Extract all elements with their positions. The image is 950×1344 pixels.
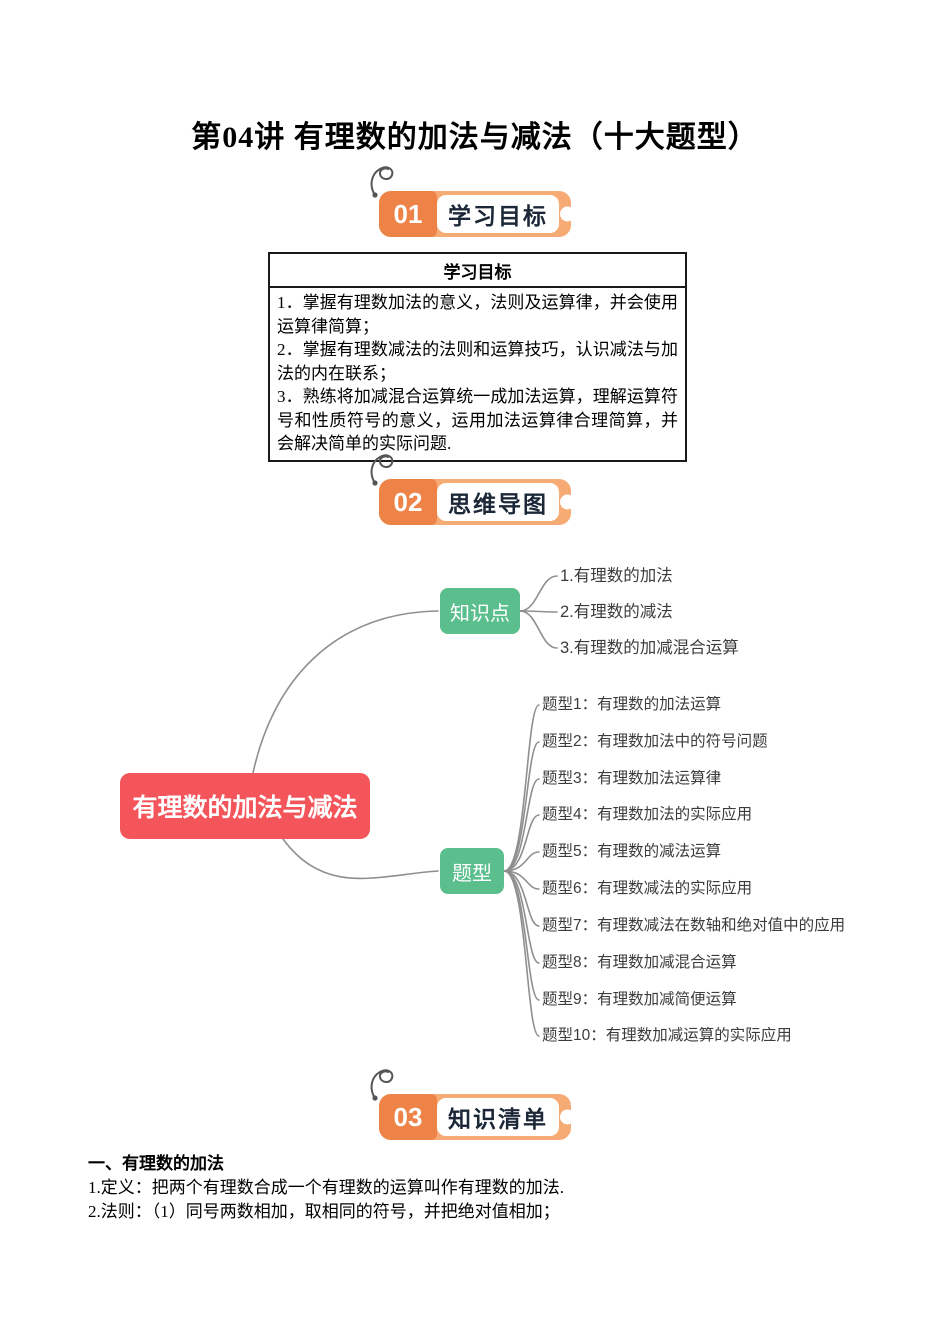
curl-pin-icon [370, 166, 394, 198]
curl-pin-icon [370, 1069, 394, 1101]
section-badge-knowledge-list: 03 知识清单 [370, 1069, 575, 1140]
section-label: 学习目标 [437, 195, 559, 233]
mindmap-knowledge-node: 知识点 [440, 588, 520, 634]
objectives-table-header: 学习目标 [270, 254, 685, 288]
mindmap-root-node: 有理数的加法与减法 [120, 773, 370, 839]
type-item: 题型9：有理数加减简便运算 [542, 991, 737, 1008]
curl-pin-icon [370, 454, 394, 486]
mindmap-connectors [252, 575, 558, 1037]
section-label: 知识清单 [437, 1098, 559, 1136]
type-item: 题型4：有理数加法的实际应用 [542, 806, 753, 823]
knowledge-item: 2.有理数的减法 [560, 603, 673, 621]
badge-notch [560, 206, 575, 222]
type-item: 题型1：有理数的加法运算 [542, 696, 722, 713]
knowledge-heading: 一、有理数的加法 [88, 1154, 224, 1173]
badge-notch [560, 1109, 575, 1125]
type-item: 题型7：有理数减法在数轴和绝对值中的应用 [542, 917, 846, 934]
section-number: 01 [379, 191, 437, 237]
section-badge-learning-goals: 01 学习目标 [370, 166, 575, 237]
type-item: 题型8：有理数加减混合运算 [542, 954, 737, 971]
section-badge-mindmap: 02 思维导图 [370, 454, 575, 525]
knowledge-list-section: 一、有理数的加法 1.定义：把两个有理数合成一个有理数的运算叫作有理数的加法. … [88, 1152, 878, 1224]
type-item: 题型6：有理数减法的实际应用 [542, 880, 753, 897]
section-number: 03 [379, 1094, 437, 1140]
type-item: 题型3：有理数加法运算律 [542, 770, 722, 787]
knowledge-item: 1.有理数的加法 [560, 567, 673, 585]
section-number: 02 [379, 479, 437, 525]
knowledge-line: 2.法则：（1）同号两数相加，取相同的符号，并把绝对值相加； [88, 1202, 560, 1221]
type-item: 题型5：有理数的减法运算 [542, 843, 722, 860]
mindmap: 有理数的加法与减法 知识点 题型 1.有理数的加法 2.有理数的减法 3.有理数… [0, 545, 950, 1070]
knowledge-item: 3.有理数的加减混合运算 [560, 639, 739, 657]
objectives-table: 学习目标 1．掌握有理数加法的意义，法则及运算律，并会使用运算律简算； 2．掌握… [268, 252, 687, 462]
objectives-table-body: 1．掌握有理数加法的意义，法则及运算律，并会使用运算律简算； 2．掌握有理数减法… [270, 288, 685, 460]
knowledge-line: 1.定义：把两个有理数合成一个有理数的运算叫作有理数的加法. [88, 1178, 564, 1197]
badge-notch [560, 494, 575, 510]
page-title: 第04讲 有理数的加法与减法（十大题型） [191, 121, 759, 154]
type-item: 题型2：有理数加法中的符号问题 [542, 733, 768, 750]
type-item: 题型10：有理数加减运算的实际应用 [542, 1027, 792, 1044]
objective-item: 1．掌握有理数加法的意义，法则及运算律，并会使用运算律简算； [277, 293, 678, 336]
objective-item: 3．熟练将加减混合运算统一成加法运算，理解运算符号和性质符号的意义，运用加法运算… [277, 387, 678, 453]
objective-item: 2．掌握有理数减法的法则和运算技巧，认识减法与加法的内在联系； [277, 340, 678, 383]
section-label: 思维导图 [437, 483, 559, 521]
mindmap-types-node: 题型 [440, 848, 504, 894]
